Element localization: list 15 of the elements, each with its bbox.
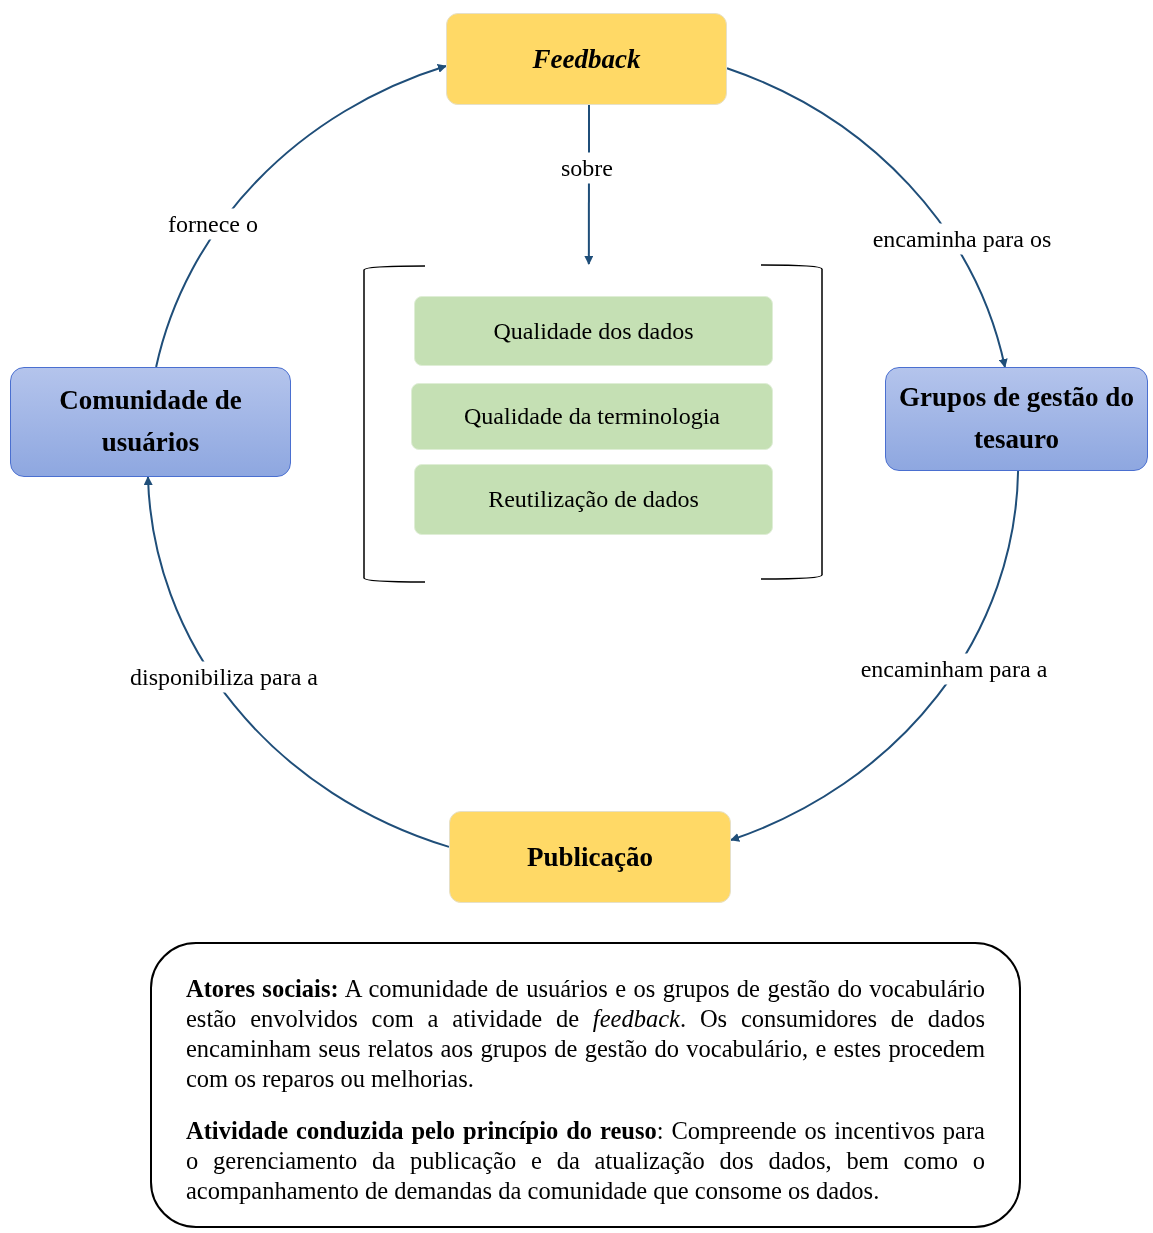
topic-box: Reutilização de dados — [414, 464, 773, 535]
bracket-group — [362, 264, 824, 584]
note-paragraph: Atividade conduzida pelo princípio do reuso: Compreende os incentivos para o gerenciamento da publicação e da atualização dos dados, bem como o acompanhamento de demandas da comunidade que consome os dados. — [186, 1116, 985, 1206]
arrow — [726, 67, 1007, 368]
note-paragraph: Atores sociais: A comunidade de usuários e os grupos de gestão do vocabulário estão envolvidos com a atividade de feedback. Os consumidores de dados encaminham seus relatos aos grupos de gestão do vocabulário, e estes procedem com os reparos ou melhorias. — [186, 974, 985, 1094]
topic-box: Qualidade dos dados — [414, 296, 773, 366]
arrow — [155, 64, 447, 368]
stage-box: Feedback — [446, 13, 727, 105]
topic-box: Qualidade da terminologia — [411, 383, 773, 450]
actor-box: Comunidade de usuários — [10, 367, 291, 477]
stage-box: Publicação — [449, 811, 731, 903]
note-box — [150, 942, 1021, 1228]
arrow — [730, 470, 1020, 842]
arrow — [144, 476, 450, 848]
actor-box: Grupos de gestão do tesauro — [885, 367, 1148, 471]
